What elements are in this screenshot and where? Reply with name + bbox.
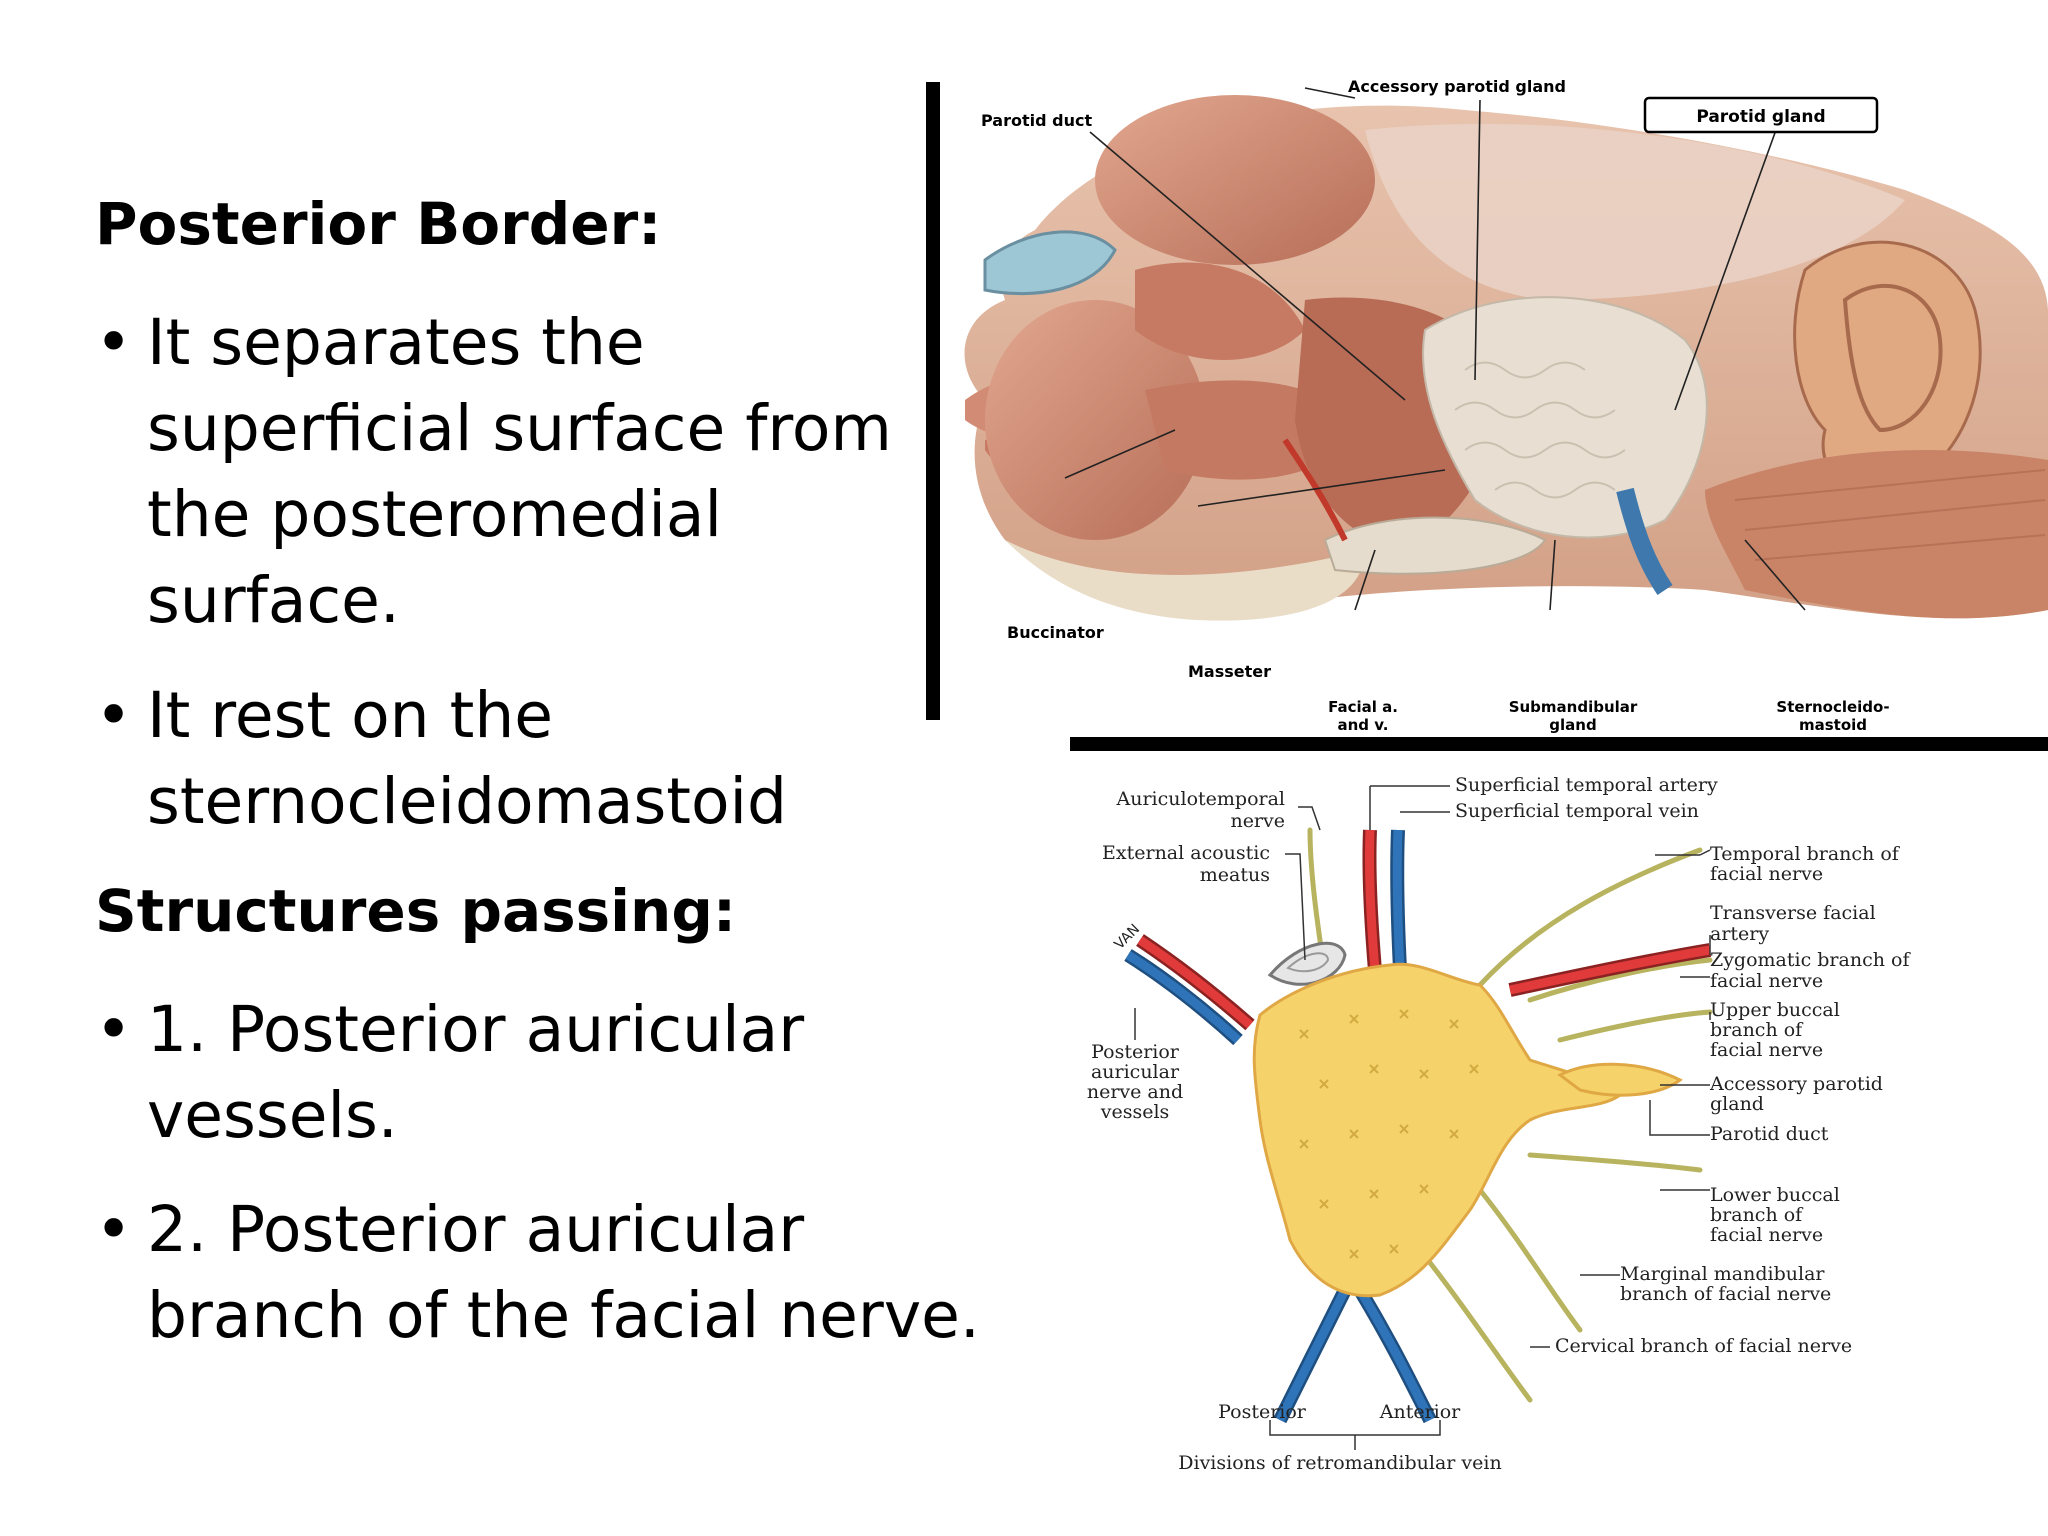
lower-buccal-branch-label-3: facial nerve bbox=[1710, 1224, 1823, 1246]
transverse-facial-artery-label: Transverse facial bbox=[1710, 902, 1876, 924]
orbicularis-oculi bbox=[1095, 95, 1375, 265]
bullet-marker: • bbox=[95, 993, 133, 1066]
nose bbox=[983, 230, 1117, 296]
parotid-duct-label: Parotid duct bbox=[1710, 1123, 1829, 1145]
temporal-branch-label-2: facial nerve bbox=[1710, 863, 1823, 885]
parotid-gland-shape bbox=[1252, 962, 1623, 1298]
upper-buccal-branch bbox=[1557, 1009, 1713, 1043]
retromandibular-vein bbox=[1616, 487, 1673, 595]
vertical-divider bbox=[926, 82, 940, 720]
parotid-gland-label-box bbox=[1643, 96, 1879, 134]
bullet-line: sternocleidomastoid bbox=[147, 765, 788, 838]
submandibular-gland-label: Submandibular bbox=[1509, 698, 1638, 716]
ear-inner bbox=[1842, 283, 1943, 433]
external-acoustic-meatus bbox=[1267, 941, 1347, 986]
sternocleidomastoid-label: Sternocleido- bbox=[1776, 698, 1889, 716]
bullet-line: branch of the facial nerve. bbox=[147, 1279, 980, 1352]
parotid-dissection-illustration: Parotid gland Accessory parotid gland Pa… bbox=[964, 77, 2048, 734]
temporal-branch bbox=[1477, 847, 1703, 988]
horizontal-divider bbox=[1070, 737, 2048, 751]
orbicularis-oris bbox=[985, 300, 1205, 540]
bullet-line: 2. Posterior auricular bbox=[147, 1193, 805, 1266]
masseter-label: Masseter bbox=[1188, 662, 1271, 681]
facial-av-label: Facial a. bbox=[1328, 698, 1398, 716]
lower-buccal-branch-label-2: branch of bbox=[1710, 1204, 1804, 1226]
lower-buccal-branch-label: Lower buccal bbox=[1710, 1184, 1840, 1206]
accessory-parotid-gland-label-2: gland bbox=[1710, 1093, 1764, 1115]
parotid-gland-label: Parotid gland bbox=[1696, 107, 1825, 127]
cervical-branch-label: Cervical branch of facial nerve bbox=[1555, 1335, 1852, 1357]
bullet-marker: • bbox=[95, 306, 133, 379]
auriculotemporal-label: Auriculotemporal bbox=[1116, 788, 1286, 810]
upper-buccal-branch-label: Upper buccal bbox=[1710, 999, 1840, 1021]
accessory-parotid-gland-label: Accessory parotid gland bbox=[1348, 77, 1566, 96]
bullet-line: the posteromedial bbox=[147, 478, 723, 551]
bullet-line: superficial surface from bbox=[147, 392, 892, 465]
temporal-fascia bbox=[1365, 123, 1905, 300]
superficial-temporal-artery-label: Superficial temporal artery bbox=[1455, 774, 1718, 796]
bullet-line: It separates the bbox=[147, 306, 645, 379]
auriculotemporal-label-2: nerve bbox=[1230, 810, 1285, 832]
anterior-division-label: Anterior bbox=[1379, 1401, 1461, 1423]
van-label: VAN bbox=[1112, 921, 1144, 953]
external-acoustic-meatus-label: External acoustic bbox=[1102, 842, 1270, 864]
sternocleidomastoid-muscle bbox=[1705, 450, 2048, 619]
accessory-parotid-gland-label: Accessory parotid bbox=[1709, 1073, 1883, 1095]
zygomaticus bbox=[1135, 262, 1305, 360]
marginal-mandibular-label: Marginal mandibular bbox=[1620, 1263, 1825, 1285]
heading-structures-passing: Structures passing: bbox=[95, 877, 737, 945]
superficial-temporal-vein-label: Superficial temporal vein bbox=[1455, 800, 1699, 822]
lower-buccal-branch bbox=[1527, 1152, 1703, 1173]
external-acoustic-meatus-label-2: meatus bbox=[1200, 864, 1270, 886]
mandible-bone bbox=[1005, 540, 1365, 621]
sternocleidomastoid-label-2: mastoid bbox=[1799, 716, 1867, 734]
retromandibular-divisions-label: Divisions of retromandibular vein bbox=[1178, 1452, 1501, 1474]
cervical-branch bbox=[1417, 1247, 1533, 1403]
bullet-marker: • bbox=[95, 1193, 133, 1266]
temporal-branch-label: Temporal branch of bbox=[1710, 843, 1901, 865]
zygomatic-branch bbox=[1527, 957, 1713, 1003]
bullet-line: It rest on the bbox=[147, 679, 554, 752]
bullet-line: vessels. bbox=[147, 1079, 398, 1152]
posterior-auricular-label-3: nerve and bbox=[1087, 1081, 1183, 1103]
transverse-facial-artery-label-2: artery bbox=[1710, 923, 1769, 945]
parotid-schematic-diagram: Auriculotemporal nerve Superficial tempo… bbox=[1087, 774, 1912, 1474]
facial-av-label-2: and v. bbox=[1337, 716, 1388, 734]
buccinator-label: Buccinator bbox=[1007, 623, 1104, 642]
upper-buccal-branch-label-3: facial nerve bbox=[1710, 1039, 1823, 1061]
bullet-line: surface. bbox=[147, 564, 400, 637]
accessory-parotid-gland-shape bbox=[1557, 1062, 1683, 1097]
posterior-auricular-label-4: vessels bbox=[1100, 1101, 1170, 1123]
bullet-line: 1. Posterior auricular bbox=[147, 993, 805, 1066]
posterior-auricular-label-2: auricular bbox=[1091, 1061, 1180, 1083]
marginal-mandibular-branch bbox=[1477, 1187, 1583, 1333]
marginal-mandibular-label-2: branch of facial nerve bbox=[1620, 1283, 1831, 1305]
submandibular-gland bbox=[1323, 516, 1547, 575]
heading-posterior-border: Posterior Border: bbox=[95, 190, 662, 258]
zygomatic-branch-label: Zygomatic branch of bbox=[1710, 949, 1911, 971]
bullet-marker: • bbox=[95, 679, 133, 752]
posterior-auricular-label: Posterior bbox=[1091, 1041, 1180, 1063]
facial-artery bbox=[1282, 438, 1348, 542]
parotid-duct-label: Parotid duct bbox=[981, 111, 1092, 130]
upper-buccal-branch-label-2: branch of bbox=[1710, 1019, 1804, 1041]
parotid-gland bbox=[1422, 296, 1708, 539]
posterior-division-label: Posterior bbox=[1218, 1401, 1307, 1423]
submandibular-gland-label-2: gland bbox=[1549, 716, 1596, 734]
zygomatic-branch-label-2: facial nerve bbox=[1710, 970, 1823, 992]
